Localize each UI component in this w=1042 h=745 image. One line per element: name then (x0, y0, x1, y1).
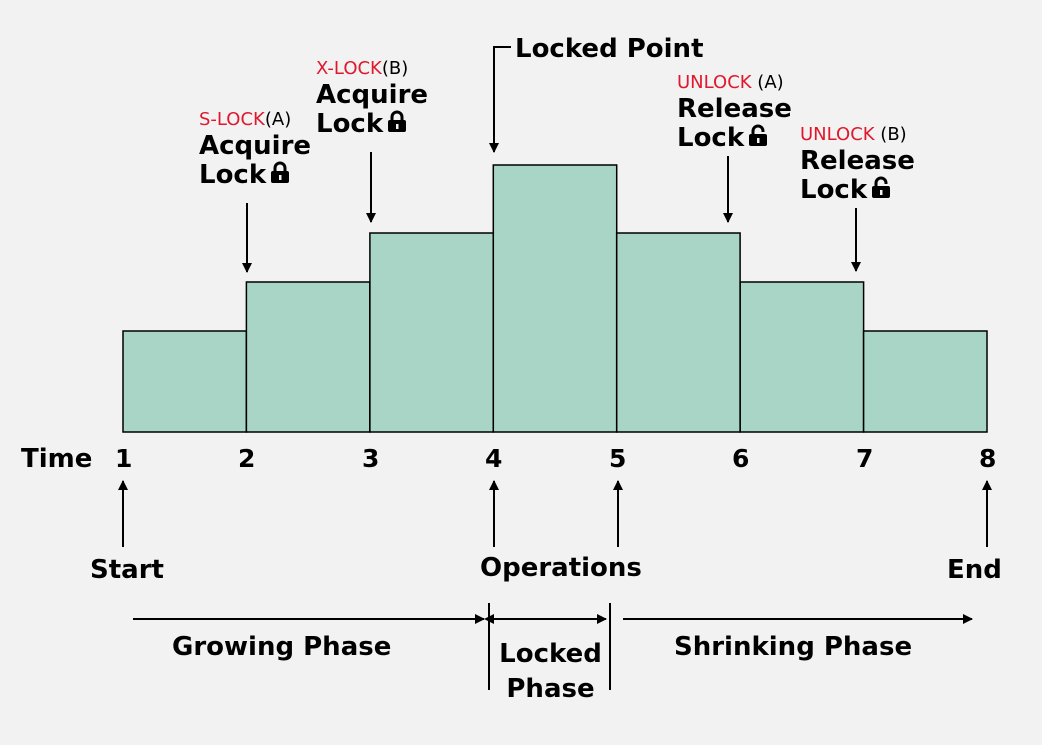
time-tick-1: 1 (115, 444, 133, 473)
growing-phase-label: Growing Phase (172, 632, 392, 662)
unlock-b-tag: UNLOCK (800, 124, 875, 145)
unlock-b-line1: Release (800, 146, 915, 176)
operations-label: Operations (480, 553, 642, 583)
locked-phase-line2: Phase (506, 674, 595, 704)
lock-bar (122, 330, 248, 433)
s-lock-line1: Acquire (199, 131, 312, 161)
lock-bar (615, 232, 741, 433)
x-lock-annotation: X-LOCK(B) Acquire Lock (316, 60, 428, 138)
time-tick-2: 2 (238, 444, 256, 473)
unlock-a-tag: UNLOCK (677, 72, 752, 93)
lock-closed-icon (387, 110, 407, 138)
unlock-b-line2: Lock (800, 175, 868, 205)
lock-bar (245, 281, 371, 433)
unlock-a-resource: (A) (751, 72, 784, 93)
x-lock-line2: Lock (316, 109, 384, 139)
x-lock-resource: (B) (381, 58, 409, 79)
s-lock-resource: (A) (264, 109, 292, 130)
locked-point-label: Locked Point (515, 34, 704, 64)
unlock-a-line2: Lock (677, 123, 745, 153)
end-label: End (947, 555, 1002, 585)
time-tick-5: 5 (609, 444, 627, 473)
lock-bar (862, 330, 988, 433)
unlock-a-line1: Release (677, 94, 792, 124)
time-tick-3: 3 (362, 444, 380, 473)
s-lock-tag: S-LOCK (199, 109, 265, 130)
time-tick-7: 7 (856, 444, 874, 473)
time-tick-4: 4 (485, 444, 503, 473)
shrinking-phase-label: Shrinking Phase (674, 632, 913, 662)
s-lock-annotation: S-LOCK(A) Acquire Lock (199, 111, 311, 189)
lock-bar (739, 281, 865, 433)
locked-phase-line1: Locked (499, 639, 602, 669)
unlock-b-annotation: UNLOCK (B) Release Lock (800, 126, 915, 204)
locked-point-arrow (489, 46, 511, 153)
time-tick-6: 6 (732, 444, 750, 473)
s-lock-line2: Lock (199, 160, 267, 190)
time-tick-8: 8 (979, 444, 997, 473)
lock-bar (492, 164, 618, 433)
x-lock-tag: X-LOCK (316, 58, 382, 79)
unlock-a-annotation: UNLOCK (A) Release Lock (677, 74, 792, 152)
lock-open-icon (748, 124, 768, 152)
x-lock-line1: Acquire (316, 80, 429, 110)
lock-open-icon (871, 176, 891, 204)
start-label: Start (90, 555, 164, 585)
lock-level-bars (122, 164, 988, 433)
unlock-b-resource: (B) (874, 124, 907, 145)
lock-closed-icon (270, 161, 290, 189)
locked-phase-label: Locked Phase (494, 637, 607, 707)
lock-bar (369, 232, 495, 433)
time-axis-label: Time (21, 444, 93, 474)
